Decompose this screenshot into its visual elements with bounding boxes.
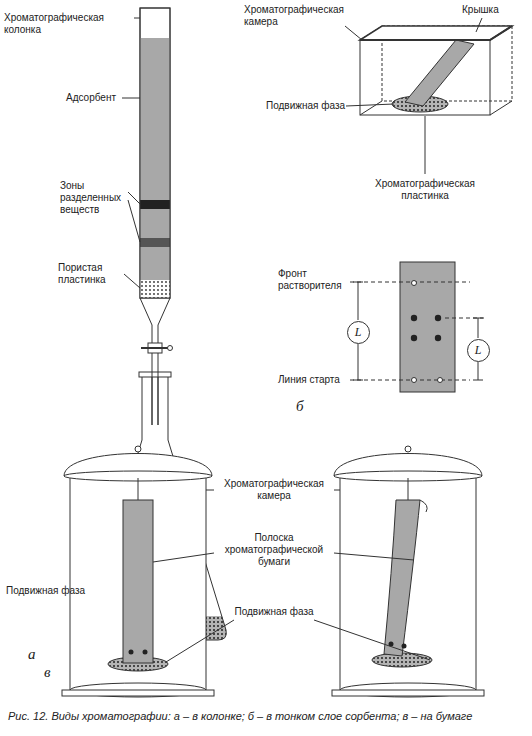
cylinder-body	[340, 474, 476, 690]
part-label: Хроматографическая камера	[244, 4, 344, 28]
hook-wire	[138, 478, 139, 500]
spot	[402, 644, 407, 649]
spot	[143, 650, 148, 655]
stopcock-handle	[141, 347, 169, 349]
part-label: Линия старта	[278, 374, 348, 386]
leader-line	[425, 116, 426, 174]
porous-plate	[140, 280, 170, 298]
spot	[435, 315, 441, 321]
stopcock-knob	[168, 346, 173, 351]
leader-line	[166, 620, 430, 662]
chamber-front	[360, 40, 490, 115]
leader-line	[122, 98, 140, 99]
leader-line	[128, 192, 140, 242]
start-line	[350, 380, 470, 381]
part-label: Зоны разделенных веществ	[60, 180, 128, 216]
lid-knob	[405, 446, 411, 452]
paper-strip	[123, 500, 153, 663]
lid-knob	[135, 446, 141, 452]
spot	[438, 378, 443, 383]
part-label: Подвижная фаза	[266, 100, 346, 112]
cylinder-body	[70, 474, 206, 690]
paper-strip	[384, 500, 420, 656]
spot	[411, 315, 417, 321]
cylinder-wall	[340, 474, 476, 690]
paper-strip-curl	[420, 500, 427, 512]
part-label: Подвижная фаза	[6, 585, 86, 597]
panel-letter: б	[296, 398, 316, 415]
circled-marker: L	[467, 339, 490, 362]
column-tube	[140, 8, 170, 298]
adsorbent	[140, 38, 170, 280]
part-label: Полоска хроматографической бумаги	[214, 532, 334, 568]
column-funnel	[140, 298, 170, 343]
flask-rim	[139, 372, 171, 377]
circled-marker: L	[347, 321, 370, 344]
spot	[129, 650, 134, 655]
marker-letter: L	[355, 325, 362, 340]
lid-edge	[360, 26, 512, 40]
leader-line	[476, 18, 482, 32]
solvent-front-line	[350, 282, 470, 283]
part-label: Крышка	[462, 4, 512, 16]
marker-letter: L	[475, 343, 482, 358]
cylinder-stand	[62, 690, 214, 696]
column-stem	[152, 372, 158, 425]
part-label: Подвижная фаза	[214, 606, 334, 618]
spot	[412, 378, 417, 383]
tlc-plate-in-chamber	[405, 40, 474, 106]
marker-circle-outline	[467, 339, 489, 361]
panel-letter: в	[44, 664, 64, 681]
spot	[412, 281, 417, 286]
part-label: Хроматографическая пластинка	[370, 178, 480, 202]
marker-circle-outline	[347, 321, 369, 343]
leader-line	[124, 274, 140, 288]
hook-wire	[408, 478, 409, 500]
spot	[411, 335, 417, 341]
cylinder-stand	[332, 690, 484, 696]
leader-line	[346, 104, 394, 106]
zone-band	[140, 238, 170, 247]
chamber-edge	[360, 26, 512, 115]
part-label: Фронт растворителя	[278, 268, 346, 292]
column-outline	[140, 8, 170, 298]
lid	[360, 26, 512, 40]
zone-band	[140, 200, 170, 209]
part-label: Адсорбент	[66, 92, 122, 104]
leader-line	[345, 26, 362, 40]
panel-letter: а	[28, 646, 48, 663]
part-label: Хроматографическая камера	[214, 478, 334, 502]
leader-line	[134, 18, 140, 19]
figure-caption: Рис. 12. Виды хроматографии: а – в колон…	[8, 710, 524, 723]
cylinder-wall	[70, 474, 206, 690]
part-label: Хроматографическая колонка	[4, 12, 136, 36]
column-stem	[152, 353, 158, 425]
spot	[435, 335, 441, 341]
part-label: Пористая пластинка	[58, 262, 124, 286]
